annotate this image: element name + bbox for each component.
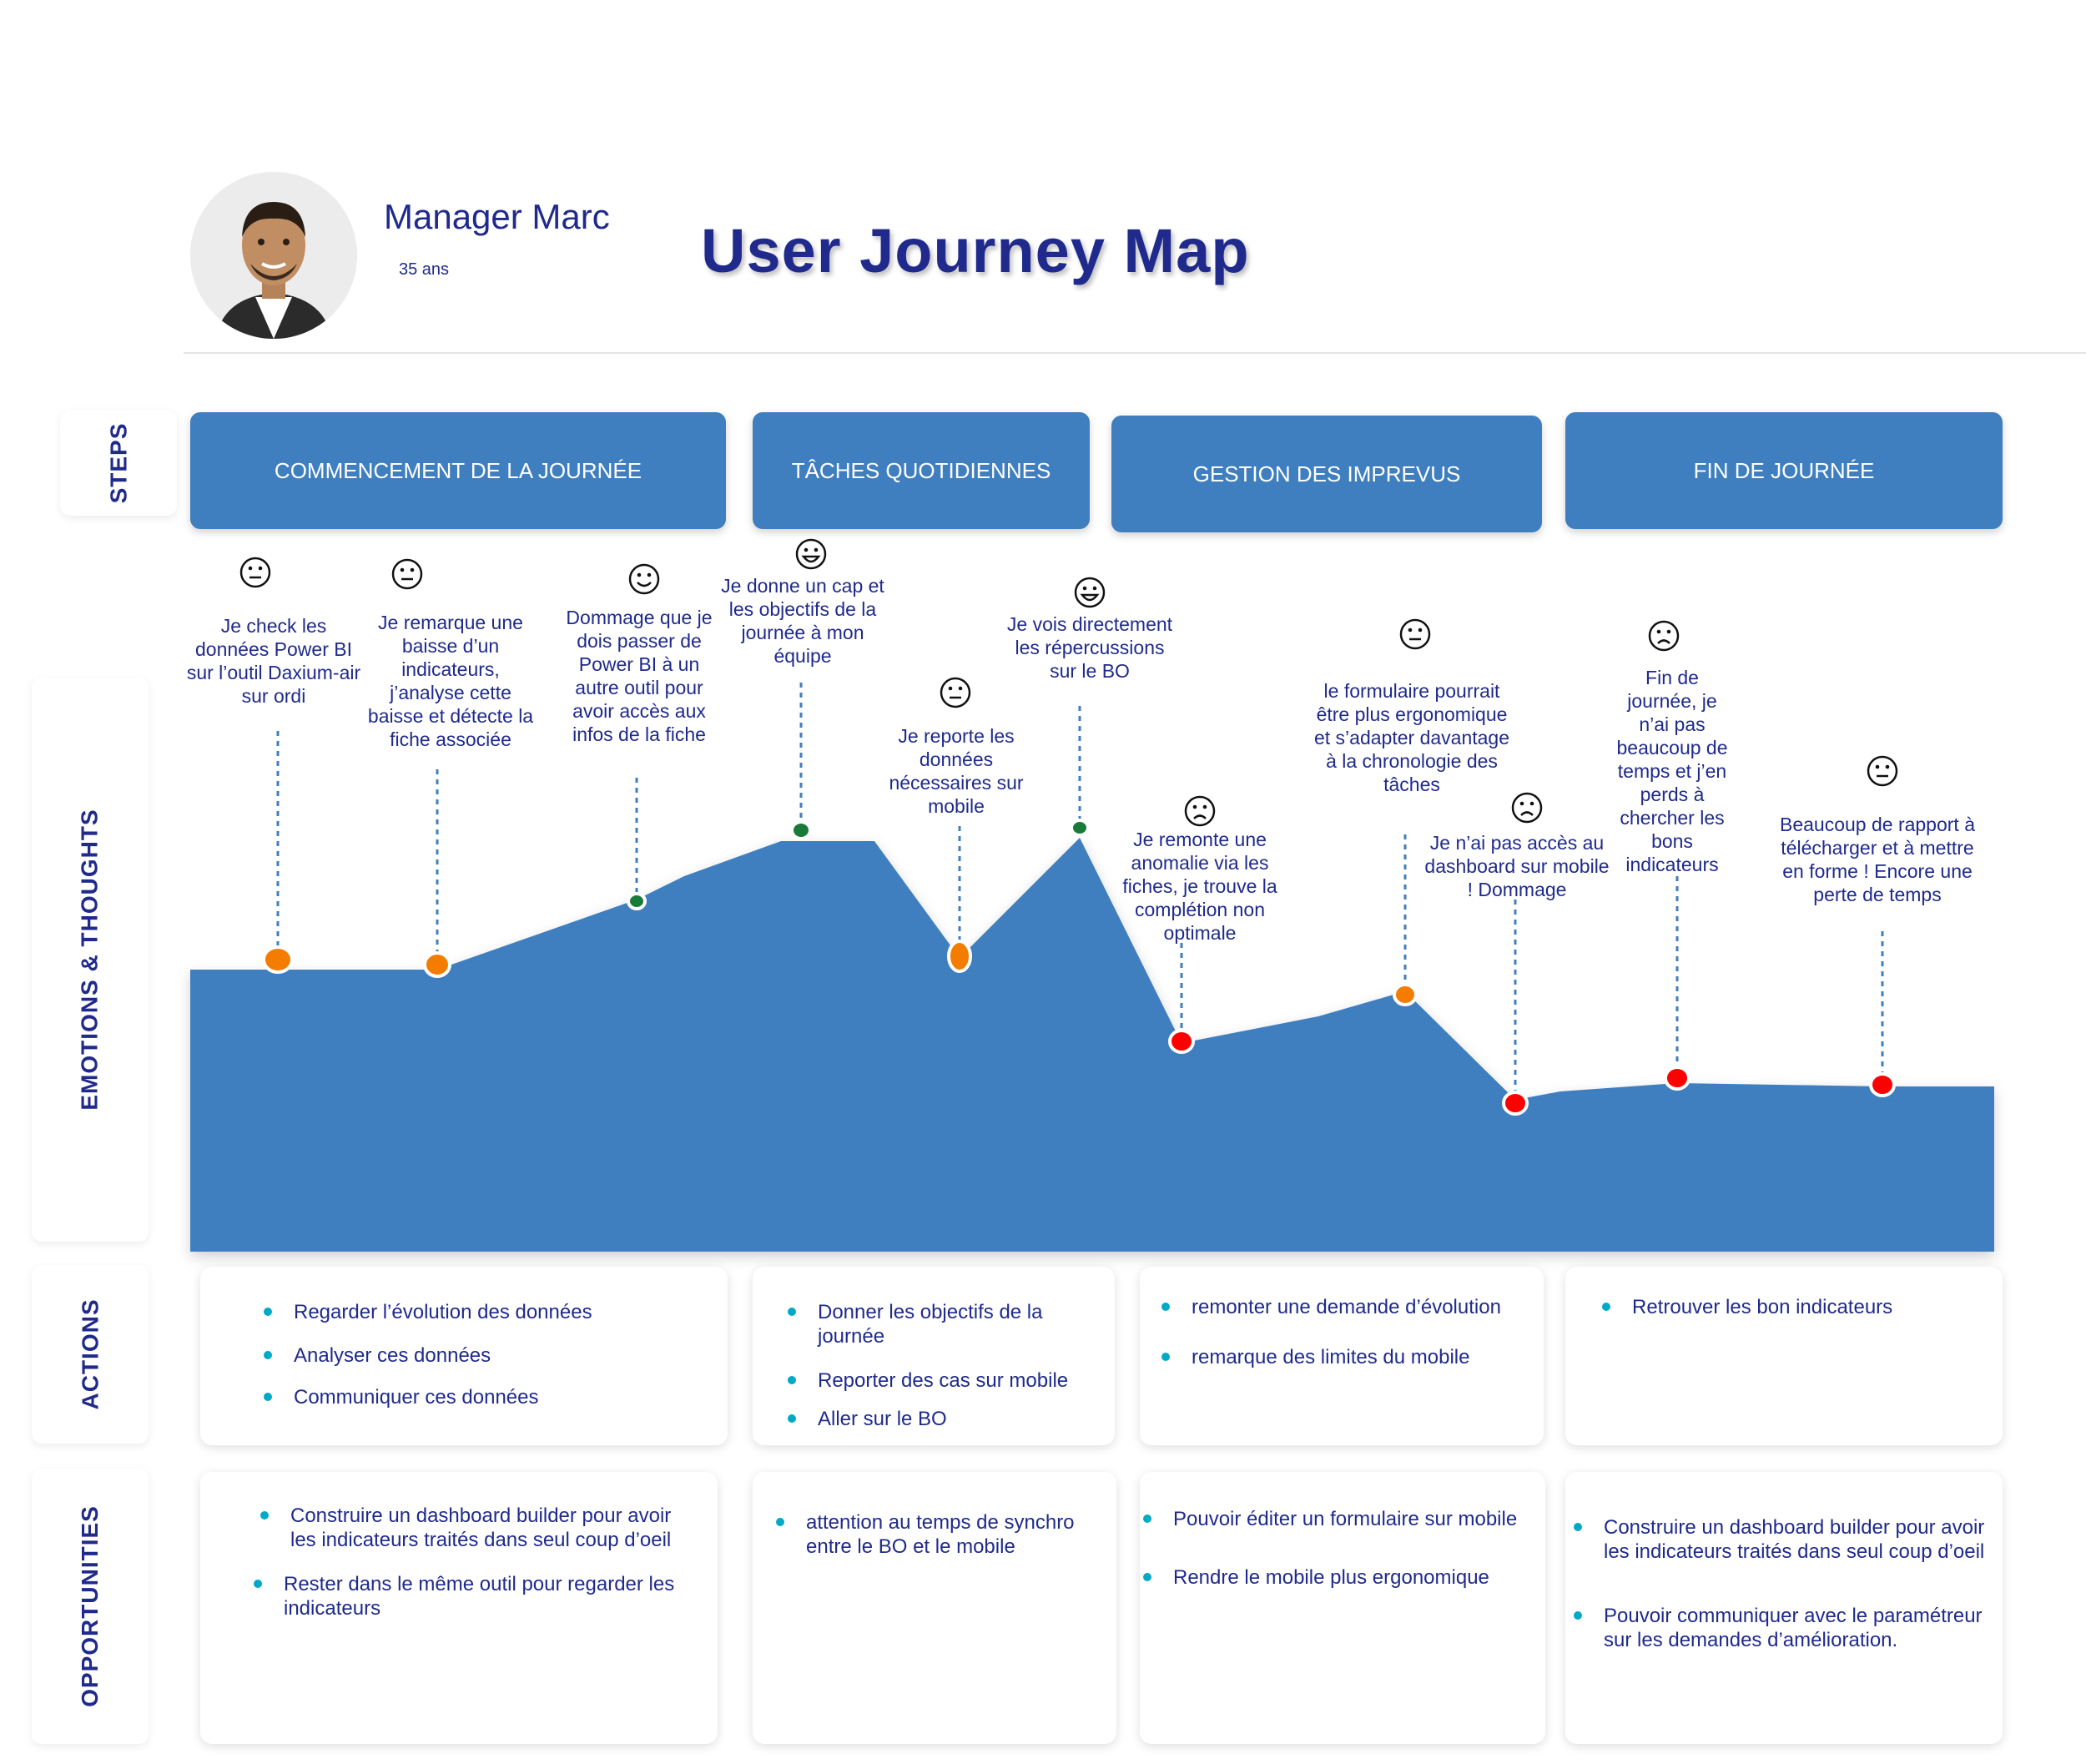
neutral-face-icon (1399, 618, 1431, 650)
action-item: Reporter des cas sur mobile (788, 1368, 1068, 1393)
sad-face-icon (1184, 795, 1216, 827)
action-item: Communiquer ces données (264, 1385, 539, 1409)
thought-text: le formulaire pourrait être plus ergonom… (1313, 680, 1509, 795)
thought-text: Je reporte les données nécessaires sur m… (889, 725, 1024, 817)
thought-text: Beaucoup de rapport à télécharger et à m… (1779, 814, 1975, 905)
row-label-steps: STEPS (60, 411, 177, 516)
actions-card-1: Regarder l’évolution des données Analyse… (200, 1267, 728, 1445)
thought-text: Je vois directement les répercussions su… (1006, 613, 1173, 682)
opportunities-card-1: Construire un dashboard builder pour avo… (200, 1472, 718, 1744)
emotion-point-negative (1168, 1029, 1195, 1054)
opportunity-item: Pouvoir éditer un formulaire sur mobile (1143, 1507, 1517, 1531)
opportunity-item: Construire un dashboard builder pour avo… (1574, 1515, 1996, 1564)
neutral-face-icon (391, 558, 423, 590)
thought-text: Dommage que je dois passer de Power BI à… (566, 607, 713, 745)
persona-name: Manager Marc (384, 197, 610, 236)
neutral-face-icon (1867, 755, 1898, 787)
action-item: Analyser ces données (264, 1343, 491, 1368)
emotion-point-negative (1664, 1066, 1690, 1091)
emotion-point-neutral (262, 945, 294, 974)
row-label-opportunities: OPPORTUNITIES (32, 1469, 149, 1744)
actions-card-4: Retrouver les bon indicateurs (1565, 1267, 2003, 1445)
header-divider (184, 352, 2086, 354)
step-imprevus: GESTION DES IMPREVUS (1111, 416, 1542, 532)
opportunities-card-3: Pouvoir éditer un formulaire sur mobile … (1140, 1472, 1545, 1744)
emotion-point-positive (1070, 819, 1090, 837)
emotion-point-positive (627, 892, 647, 910)
persona-avatar (190, 172, 357, 339)
action-item: Retrouver les bon indicateurs (1602, 1295, 1892, 1319)
emotion-point-neutral (423, 951, 451, 978)
neutral-face-icon (239, 557, 271, 588)
grinning-face-icon (795, 538, 827, 570)
actions-card-3: remonter une demande d’évolution remarqu… (1140, 1267, 1544, 1445)
opportunity-item: Construire un dashboard builder pour avo… (260, 1504, 699, 1552)
opportunities-card-4: Construire un dashboard builder pour avo… (1565, 1472, 2003, 1744)
row-label-actions: ACTIONS (32, 1265, 149, 1444)
emotion-point-negative (1869, 1072, 1896, 1097)
page-title: User Journey Map (701, 216, 1250, 285)
thought-text: Je remonte une anomalie via les fiches, … (1122, 829, 1277, 944)
emotion-point-neutral (1393, 983, 1418, 1006)
smiling-face-icon (628, 563, 660, 595)
opportunity-item: Pouvoir communiquer avec le paramétreur … (1574, 1604, 1996, 1652)
person-avatar-icon (190, 172, 357, 339)
action-item: Regarder l’évolution des données (264, 1300, 592, 1324)
thought-text: Je check les données Power BI sur l’outi… (186, 615, 361, 707)
opportunity-item: Rendre le mobile plus ergonomique (1143, 1565, 1489, 1590)
thought-text: Fin de journée, je n’ai pas beaucoup de … (1616, 667, 1728, 875)
action-item: Aller sur le BO (788, 1407, 947, 1431)
step-fin: FIN DE JOURNÉE (1565, 412, 2003, 529)
thought-text: Je n’ai pas accès au dashboard sur mobil… (1424, 832, 1610, 900)
sad-face-icon (1648, 620, 1680, 652)
sad-face-icon (1511, 792, 1543, 824)
opportunity-item: attention au temps de synchro entre le B… (776, 1510, 1098, 1559)
opportunity-item: Rester dans le même outil pour regarder … (254, 1572, 684, 1620)
thought-text: Je donne un cap et les objectifs de la j… (721, 575, 884, 667)
step-taches: TÂCHES QUOTIDIENNES (753, 412, 1090, 529)
opportunities-card-2: attention au temps de synchro entre le B… (753, 1472, 1116, 1744)
step-commencement: COMMENCEMENT DE LA JOURNÉE (190, 412, 726, 529)
emotion-point-positive (790, 820, 812, 840)
action-item: remarque des limites du mobile (1161, 1345, 1469, 1369)
emotion-area (190, 838, 1994, 1252)
row-label-emotions: EMOTIONS & THOUGHTS (32, 678, 149, 1242)
grinning-face-icon (1074, 577, 1106, 608)
emotion-point-neutral (947, 940, 972, 973)
action-item: Donner les objectifs de la journée (788, 1300, 1093, 1348)
neutral-face-icon (940, 677, 971, 708)
actions-card-2: Donner les objectifs de la journée Repor… (753, 1267, 1115, 1445)
action-item: remonter une demande d’évolution (1161, 1295, 1501, 1319)
emotion-point-negative (1502, 1091, 1529, 1116)
thought-text: Je remarque une baisse d’un indicateurs,… (367, 612, 534, 750)
persona-age: 35 ans (399, 260, 450, 279)
